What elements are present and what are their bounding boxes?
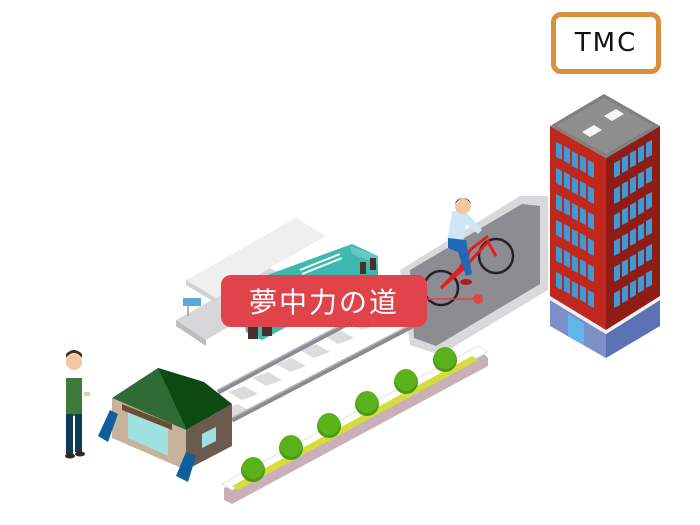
planter-with-bushes (220, 345, 490, 504)
shopkeeper (64, 350, 90, 459)
road-label-connector (426, 294, 483, 304)
office-building (550, 94, 660, 358)
shop (98, 368, 232, 482)
window-grid-right (614, 140, 652, 308)
bicycle-road (400, 196, 548, 355)
window-grid-left (556, 142, 594, 308)
road-label-badge: 夢中力の道 (221, 275, 427, 327)
company-label: TMC (551, 12, 661, 74)
rooftop-unit-icon (582, 125, 602, 137)
bush-icon (241, 347, 457, 482)
station-sign-icon (183, 298, 201, 306)
